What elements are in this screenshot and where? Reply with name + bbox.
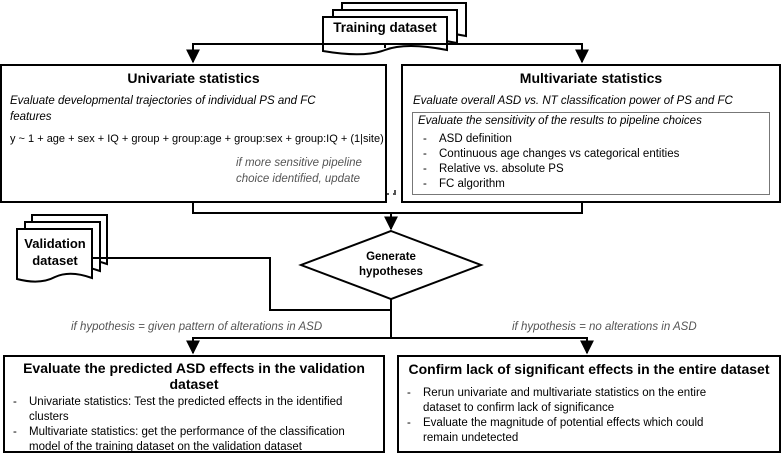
- univariate-desc-line2: features: [10, 111, 52, 123]
- feedback-text-line2: choice identified, update: [236, 173, 361, 185]
- list-item: Relative vs. absolute PS: [419, 162, 679, 177]
- list-item: FC algorithm: [419, 177, 679, 192]
- training-split-connector: [186, 43, 589, 64]
- branch-connector: [186, 299, 594, 355]
- branch-label-right: if hypothesis = no alterations in ASD: [512, 321, 697, 333]
- confirm-title: Confirm lack of significant effects in t…: [408, 361, 770, 377]
- list-item: Univariate statistics: Test the predicte…: [9, 395, 345, 425]
- feedback-text-line1: if more sensitive pipeline: [236, 157, 362, 169]
- evaluate-title-line1: Evaluate the predicted ASD effects in th…: [23, 360, 365, 376]
- evaluate-box: Evaluate the predicted ASD effects in th…: [3, 355, 385, 453]
- branch-label-left: if hypothesis = given pattern of alterat…: [71, 321, 323, 333]
- stats-merge-connector: [192, 202, 583, 231]
- sensitivity-title: Evaluate the sensitivity of the results …: [418, 115, 702, 127]
- sensitivity-box: Evaluate the sensitivity of the results …: [412, 112, 770, 195]
- univariate-desc-line1: Evaluate developmental trajectories of i…: [10, 95, 316, 107]
- univariate-title: Univariate statistics: [127, 70, 260, 86]
- list-item: Multivariate statistics: get the perform…: [9, 425, 345, 455]
- list-item: Evaluate the magnitude of potential effe…: [403, 416, 706, 446]
- evaluate-list: Univariate statistics: Test the predicte…: [9, 395, 345, 455]
- list-item: Rerun univariate and multivariate statis…: [403, 386, 706, 416]
- univariate-formula: y ~ 1 + age + sex + IQ + group + group:a…: [10, 133, 384, 145]
- univariate-box: Univariate statistics Evaluate developme…: [0, 64, 387, 203]
- list-item: ASD definition: [419, 132, 679, 147]
- evaluate-title-line2: dataset: [169, 376, 219, 392]
- generate-hypotheses-label-line1: Generate: [366, 251, 416, 263]
- list-item: Continuous age changes vs categorical en…: [419, 147, 679, 162]
- multivariate-box: Multivariate statistics Evaluate overall…: [401, 64, 781, 203]
- validation-dataset-label-line2: dataset: [32, 253, 78, 268]
- generate-hypotheses-label-line2: hypotheses: [359, 266, 423, 278]
- sensitivity-list: ASD definition Continuous age changes vs…: [419, 132, 679, 192]
- validation-connector: [92, 257, 391, 311]
- generate-hypotheses-diamond: [298, 229, 484, 301]
- multivariate-title: Multivariate statistics: [519, 70, 663, 86]
- validation-dataset-shape: [16, 214, 108, 283]
- confirm-list: Rerun univariate and multivariate statis…: [403, 386, 706, 446]
- multivariate-desc: Evaluate overall ASD vs. NT classificati…: [413, 95, 733, 107]
- confirm-box: Confirm lack of significant effects in t…: [397, 355, 781, 453]
- training-dataset-label: Training dataset: [333, 20, 437, 35]
- validation-dataset-label-line1: Validation: [24, 236, 86, 251]
